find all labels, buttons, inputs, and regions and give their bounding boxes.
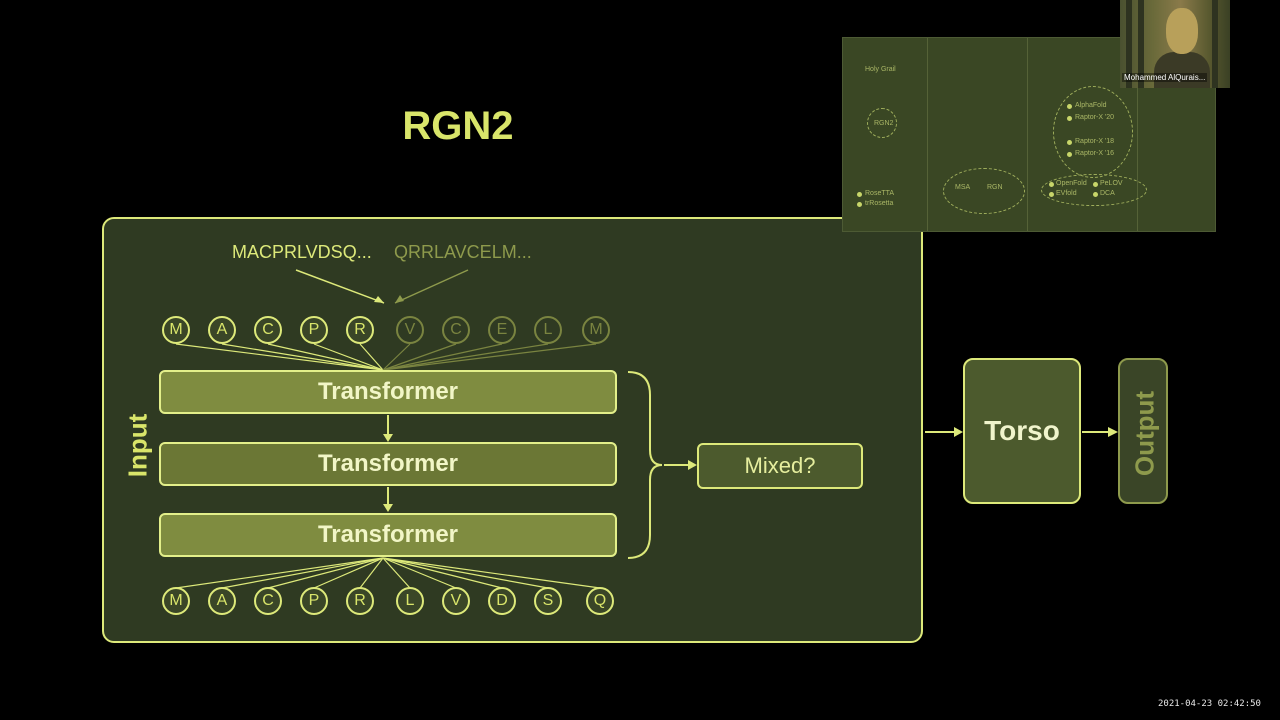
token-bottom-4: P — [300, 587, 328, 615]
mixed-box: Mixed? — [697, 443, 863, 489]
background-shelf — [1138, 0, 1144, 88]
thumbnail-dot — [1093, 182, 1098, 187]
token-top-3: C — [254, 316, 282, 344]
thumbnail-label: Holy Grail — [865, 66, 896, 73]
sequence-primary: MACPRLVDSQ... — [232, 242, 372, 262]
token-bottom-6: L — [396, 587, 424, 615]
thumbnail-label: DCA — [1100, 190, 1115, 197]
slide-title: RGN2 — [402, 104, 514, 148]
thumbnail-label: AlphaFold — [1075, 102, 1107, 109]
sequence-secondary: QRRLAVCELM... — [394, 242, 532, 262]
token-top-1: M — [162, 316, 190, 344]
token-top-10: M — [582, 316, 610, 344]
thumbnail-dot — [1049, 192, 1054, 197]
transformer-block-3: Transformer — [159, 513, 617, 557]
token-bottom-7: V — [442, 587, 470, 615]
token-bottom-3: C — [254, 587, 282, 615]
input-panel — [102, 217, 923, 643]
output-box: Output — [1118, 358, 1168, 504]
participant-body — [1154, 52, 1210, 88]
background-shelf — [1126, 0, 1132, 88]
thumbnail-column — [843, 38, 928, 231]
thumbnail-dot — [1067, 140, 1072, 145]
token-bottom-10: Q — [586, 587, 614, 615]
background-shelf — [1212, 0, 1218, 88]
thumbnail-bubble — [1053, 86, 1133, 178]
token-top-5: R — [346, 316, 374, 344]
token-top-7: C — [442, 316, 470, 344]
thumbnail-label: RoseTTA — [865, 190, 895, 197]
thumbnail-dot — [1067, 116, 1072, 121]
webcam-tile[interactable]: Mohammed AlQurais... — [1120, 0, 1230, 88]
thumbnail-dot — [857, 202, 862, 207]
thumbnail-column — [927, 38, 1028, 231]
thumbnail-label: Raptor-X '18 — [1075, 138, 1115, 145]
thumbnail-column — [1027, 38, 1138, 231]
participant-name: Mohammed AlQurais... — [1122, 73, 1208, 82]
token-top-9: L — [534, 316, 562, 344]
thumbnail-label: MSA — [955, 184, 971, 191]
thumbnail-dot — [1049, 182, 1054, 187]
transformer-block-2: Transformer — [159, 442, 617, 486]
thumbnail-label: Raptor-X '16 — [1075, 150, 1115, 157]
thumbnail-label: EVfold — [1056, 190, 1077, 197]
token-top-6: V — [396, 316, 424, 344]
token-top-4: P — [300, 316, 328, 344]
thumbnail-dot — [1067, 104, 1072, 109]
token-bottom-8: D — [488, 587, 516, 615]
thumbnail-label: Raptor-X '20 — [1075, 114, 1115, 121]
thumbnail-label: OpenFold — [1056, 180, 1087, 187]
token-top-2: A — [208, 316, 236, 344]
thumbnail-label: PeLOV — [1100, 180, 1123, 187]
thumbnail-dot — [1067, 152, 1072, 157]
token-bottom-1: M — [162, 587, 190, 615]
thumbnail-bubble — [943, 168, 1025, 214]
transformer-block-1: Transformer — [159, 370, 617, 414]
token-bottom-2: A — [208, 587, 236, 615]
token-top-8: E — [488, 316, 516, 344]
output-label: Output — [1129, 390, 1160, 477]
torso-box: Torso — [963, 358, 1081, 504]
participant-face — [1166, 8, 1198, 54]
recording-timestamp: 2021-04-23 02:42:50 — [1158, 699, 1261, 709]
thumbnail-bubble — [867, 108, 897, 138]
thumbnail-label: RGN2 — [874, 120, 894, 127]
token-bottom-5: R — [346, 587, 374, 615]
thumbnail-dot — [1093, 192, 1098, 197]
thumbnail-label: trRosetta — [865, 200, 894, 207]
token-bottom-9: S — [534, 587, 562, 615]
thumbnail-bubble — [1041, 174, 1147, 206]
thumbnail-dot — [857, 192, 862, 197]
thumbnail-label: RGN — [987, 184, 1003, 191]
